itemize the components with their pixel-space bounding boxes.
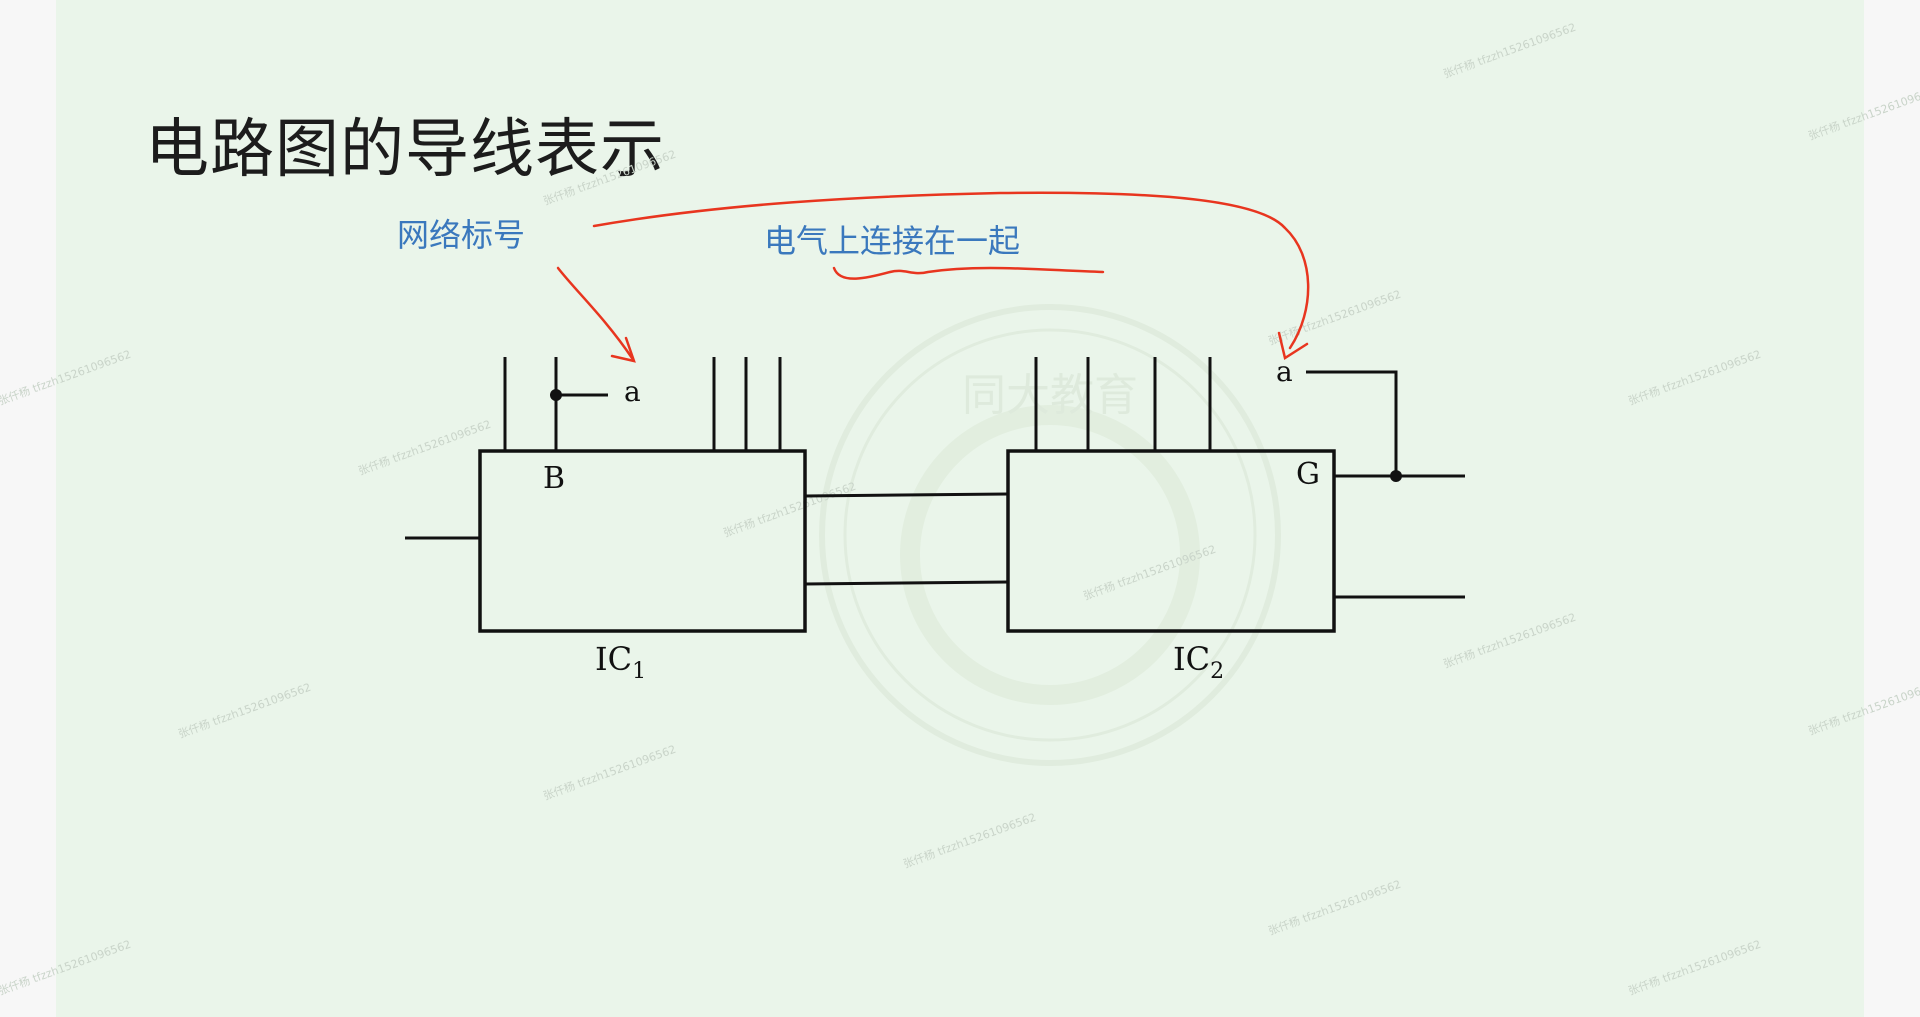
- arrow-to-left-net-label: [556, 266, 634, 360]
- ic1-block: a B IC1: [405, 357, 807, 684]
- junction-dot: [550, 389, 562, 401]
- ic2-box: [1006, 449, 1336, 633]
- ic2-pin-label: G: [1296, 457, 1320, 492]
- watermark-text: 张仟杨 tfzzh15261096562: [1266, 877, 1403, 938]
- net-label-annotation: 网络标号: [397, 216, 526, 254]
- watermark-text: 张仟杨 tfzzh15261096562: [1266, 287, 1403, 348]
- junction-dot: [1390, 470, 1402, 482]
- ic1-pin-label: B: [543, 461, 565, 496]
- bus-wire: [804, 492, 1009, 498]
- arrow-connecting-labels: [592, 191, 1310, 350]
- ic1-label: IC1: [595, 640, 646, 684]
- red-annotations: [556, 191, 1310, 363]
- net-label-left: a: [624, 375, 641, 408]
- slide-background: [56, 0, 1864, 1017]
- arrow-head-icon: [1277, 331, 1309, 360]
- watermark-text: 张仟杨 tfzzh15261096562: [1441, 20, 1578, 81]
- page-title: 电路图的导线表示: [145, 113, 665, 187]
- watermark-text: 张仟杨 tfzzh15261096562: [1806, 82, 1920, 143]
- ic2-label: IC2: [1173, 640, 1224, 684]
- watermark-text: 张仟杨 tfzzh15261096562: [0, 347, 133, 408]
- net-label-right: a: [1276, 355, 1293, 388]
- watermark-text: 张仟杨 tfzzh15261096562: [721, 479, 858, 540]
- ic2-block: G IC2 a: [1006, 355, 1465, 684]
- watermark-text: 张仟杨 tfzzh15261096562: [541, 742, 678, 803]
- arrow-head-icon: [610, 336, 636, 363]
- text-watermarks: 张仟杨 tfzzh15261096562 张仟杨 tfzzh1526109656…: [0, 20, 1920, 998]
- seal-text: 同大教育: [962, 370, 1138, 421]
- ic1-box: [478, 449, 807, 633]
- underline-connected: [832, 266, 1105, 280]
- seal-watermark: 同大教育: [819, 304, 1281, 766]
- watermark-text: 张仟杨 tfzzh15261096562: [541, 147, 678, 208]
- net-label-stub-right: [1306, 370, 1398, 476]
- watermark-text: 张仟杨 tfzzh15261096562: [901, 810, 1038, 871]
- watermark-text: 张仟杨 tfzzh15261096562: [1806, 677, 1920, 738]
- watermark-text: 张仟杨 tfzzh15261096562: [1626, 937, 1763, 998]
- watermark-text: 张仟杨 tfzzh15261096562: [176, 680, 313, 741]
- connected-annotation: 电气上连接在一起: [764, 222, 1021, 260]
- watermark-text: 张仟杨 tfzzh15261096562: [0, 937, 133, 998]
- watermark-text: 张仟杨 tfzzh15261096562: [1441, 610, 1578, 671]
- watermark-text: 张仟杨 tfzzh15261096562: [356, 417, 493, 478]
- bus-wire: [804, 580, 1009, 586]
- watermark-text: 张仟杨 tfzzh15261096562: [1626, 347, 1763, 408]
